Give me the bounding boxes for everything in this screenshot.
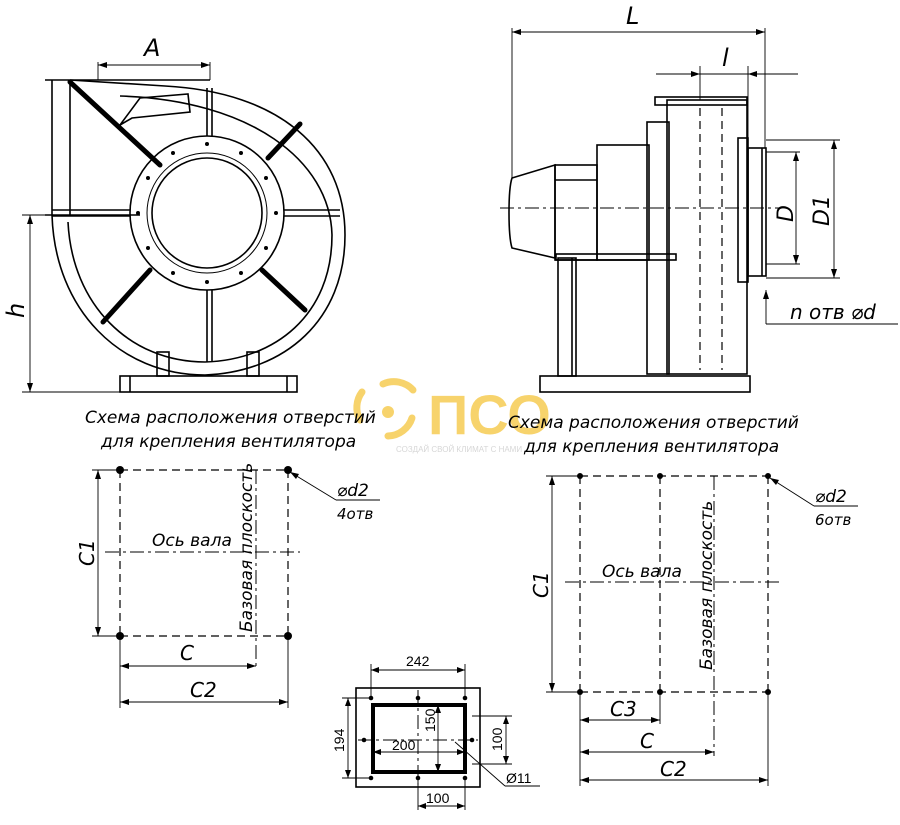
flange-holes [361, 695, 475, 781]
right-dim-c2: C2 [660, 757, 687, 781]
fan-logo-icon [353, 378, 417, 440]
dim-D1-label: D1 [810, 195, 835, 226]
flange-dim-100-bottom: 100 [426, 790, 450, 806]
right-scheme-title-2: для крепления вентилятора [523, 437, 779, 457]
left-hole-dia: ⌀d2 [337, 481, 369, 501]
mount-holes [116, 466, 292, 640]
left-shaft-axis: Ось вала [152, 531, 232, 551]
right-dim-c: C [640, 729, 654, 753]
watermark-logo: ПСО СОЗДАЙ СВОЙ КЛИМАТ С НАМИ [353, 378, 551, 454]
right-shaft-axis: Ось вала [602, 562, 682, 582]
left-hole-count: 4отв [337, 505, 373, 523]
dim-h-label: h [2, 303, 30, 318]
flange-dim-194: 194 [331, 728, 347, 752]
right-hole-count: 6отв [815, 511, 851, 529]
flange-dim-200: 200 [392, 737, 416, 753]
left-dim-c2: C2 [190, 678, 217, 702]
right-hole-scheme: Схема расположения отверстий для креплен… [508, 413, 858, 786]
right-dim-c3: C3 [610, 697, 637, 721]
dim-a-label: A [142, 34, 160, 62]
dim-D-label: D [774, 205, 799, 222]
left-scheme-title-2: для крепления вентилятора [100, 432, 356, 452]
dim-l-label: l [722, 44, 729, 72]
right-dim-c1: C1 [529, 571, 553, 598]
outlet-flange: 242 194 200 150 100 100 Ø11 [331, 653, 540, 810]
watermark-brand: ПСО [428, 383, 551, 446]
dim-L-label: L [626, 2, 639, 30]
side-view: L l D D1 n отв ⌀d [500, 2, 898, 393]
flange-dim-100-side: 100 [489, 727, 505, 751]
mount-holes-6 [577, 473, 771, 695]
watermark-slogan: СОЗДАЙ СВОЙ КЛИМАТ С НАМИ [396, 445, 522, 454]
left-base-plane: Базовая плоскость [237, 463, 257, 632]
flange-bolt-holes [136, 142, 278, 284]
left-dim-c: C [180, 641, 194, 665]
right-hole-dia: ⌀d2 [815, 487, 847, 507]
left-dim-c1: C1 [75, 539, 99, 566]
left-hole-scheme: Схема расположения отверстий для креплен… [75, 408, 380, 708]
left-scheme-title-1: Схема расположения отверстий [85, 408, 376, 428]
flange-dim-150: 150 [422, 708, 438, 732]
front-view: A h [2, 34, 346, 393]
flange-hole-callout: Ø11 [506, 770, 532, 786]
right-base-plane: Базовая плоскость [697, 501, 717, 670]
flange-dim-242: 242 [406, 653, 430, 669]
holes-callout: n отв ⌀d [790, 300, 876, 324]
right-scheme-title-1: Схема расположения отверстий [508, 413, 799, 433]
